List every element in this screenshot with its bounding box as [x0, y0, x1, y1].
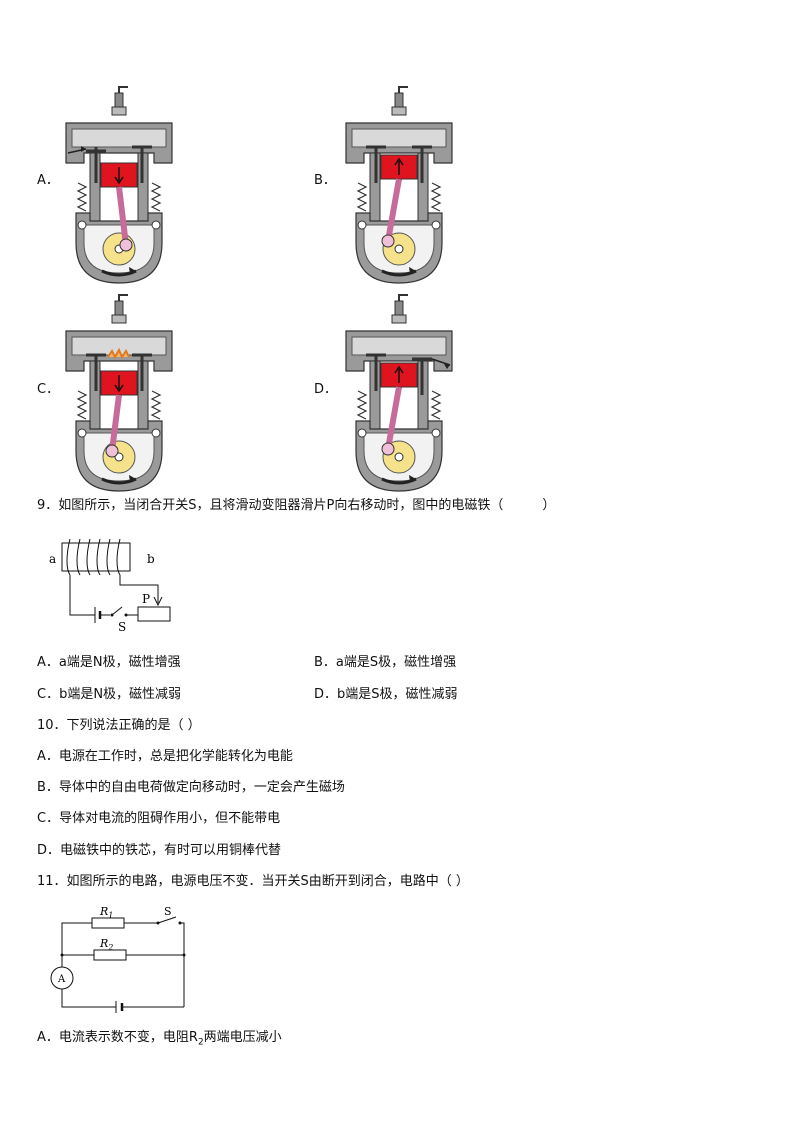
ammeter-label: A	[57, 974, 66, 985]
q11-option-a-suffix: 两端电压减小	[203, 1030, 282, 1045]
r1-label: R	[99, 905, 108, 918]
question-10-stem: 10．下列说法正确的是（ ）	[37, 718, 201, 733]
engine-diagram-c	[64, 293, 174, 493]
question-11-stem: 11．如图所示的电路，电源电压不变．当开关S由断开到闭合，电路中（ ）	[37, 874, 469, 889]
label-b: b	[147, 552, 155, 566]
switch-label: S	[164, 905, 172, 918]
r2-subscript: 2	[107, 943, 113, 952]
label-p: P	[142, 592, 150, 606]
r1-subscript: 1	[108, 911, 113, 920]
svg-text:R1: R1	[99, 905, 113, 920]
q10-option-d[interactable]: D．电磁铁中的铁芯，有时可以用铜棒代替	[37, 843, 282, 858]
engine-diagram-d	[344, 293, 454, 493]
engine-diagram-b	[344, 85, 454, 285]
engine-option-a-label: A．	[37, 173, 59, 188]
q9-option-a[interactable]: A．a端是N极，磁性增强	[37, 655, 181, 670]
question-9-circuit-diagram: a b S P	[49, 538, 171, 634]
q9-option-d[interactable]: D．b端是S极，磁性减弱	[314, 687, 458, 702]
label-s: S	[118, 620, 126, 634]
q11-option-a-sub: 2	[197, 1037, 204, 1048]
q11-option-a[interactable]: A．电流表示数不变，电阻R2两端电压减小	[37, 1029, 282, 1052]
q9-option-c[interactable]: C．b端是N极，磁性减弱	[37, 687, 182, 702]
engine-diagram-a	[64, 85, 174, 285]
label-a: a	[49, 552, 56, 566]
q9-option-b[interactable]: B．a端是S极，磁性增强	[314, 655, 457, 670]
q11-option-a-prefix: A．电流表示数不变，电阻R	[37, 1030, 198, 1045]
q10-option-c[interactable]: C．导体对电流的阻碍作用小，但不能带电	[37, 811, 281, 826]
engine-option-d-label: D．	[314, 382, 338, 397]
engine-option-c-label: C．	[37, 382, 60, 397]
engine-option-b-label: B．	[314, 173, 336, 188]
svg-text:R2: R2	[99, 937, 113, 952]
question-9-stem: 9．如图所示，当闭合开关S，且将滑动变阻器滑片P向右移动时，图中的电磁铁（ ）	[37, 498, 556, 513]
r2-label: R	[99, 937, 108, 950]
q10-option-a[interactable]: A．电源在工作时，总是把化学能转化为电能	[37, 749, 293, 764]
q10-option-b[interactable]: B．导体中的自由电荷做定向移动时，一定会产生磁场	[37, 780, 345, 795]
question-11-circuit-diagram: R1 S R2 A	[50, 905, 186, 1013]
